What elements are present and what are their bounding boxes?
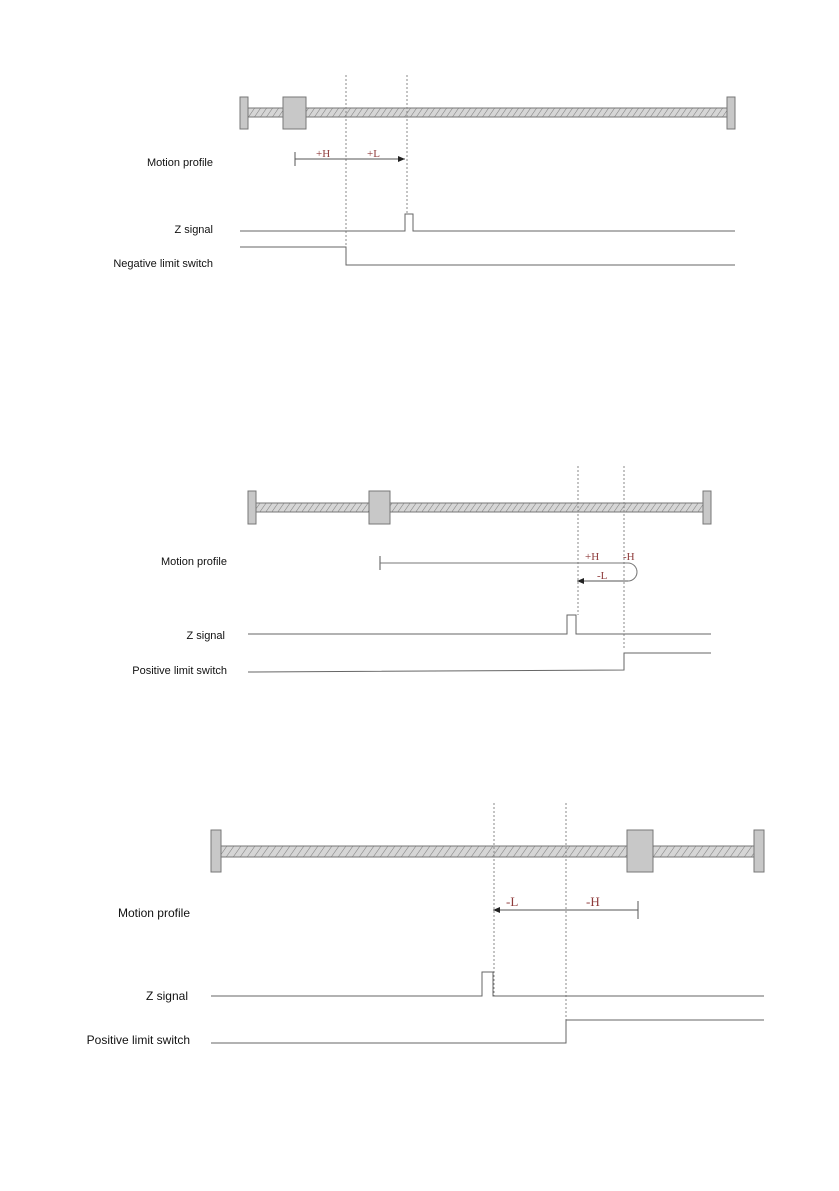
motion-profile-label: Motion profile (118, 906, 190, 920)
z-signal-waveform (211, 972, 764, 996)
z-signal-label: Z signal (146, 989, 188, 1003)
screw-end-stop-right (754, 830, 764, 872)
limit-switch-label: Positive limit switch (87, 1033, 190, 1047)
screw-end-stop-left (211, 830, 221, 872)
segment-label: -H (586, 894, 600, 909)
segment-label: -L (506, 894, 518, 909)
carriage-block (627, 830, 653, 872)
diagram-3-graphic: -L -H (0, 0, 839, 1100)
homing-diagram-3: -L -H Motion profile Z signal Positive l… (0, 0, 839, 1100)
lead-screw (220, 846, 755, 857)
limit-switch-waveform (211, 1020, 764, 1043)
